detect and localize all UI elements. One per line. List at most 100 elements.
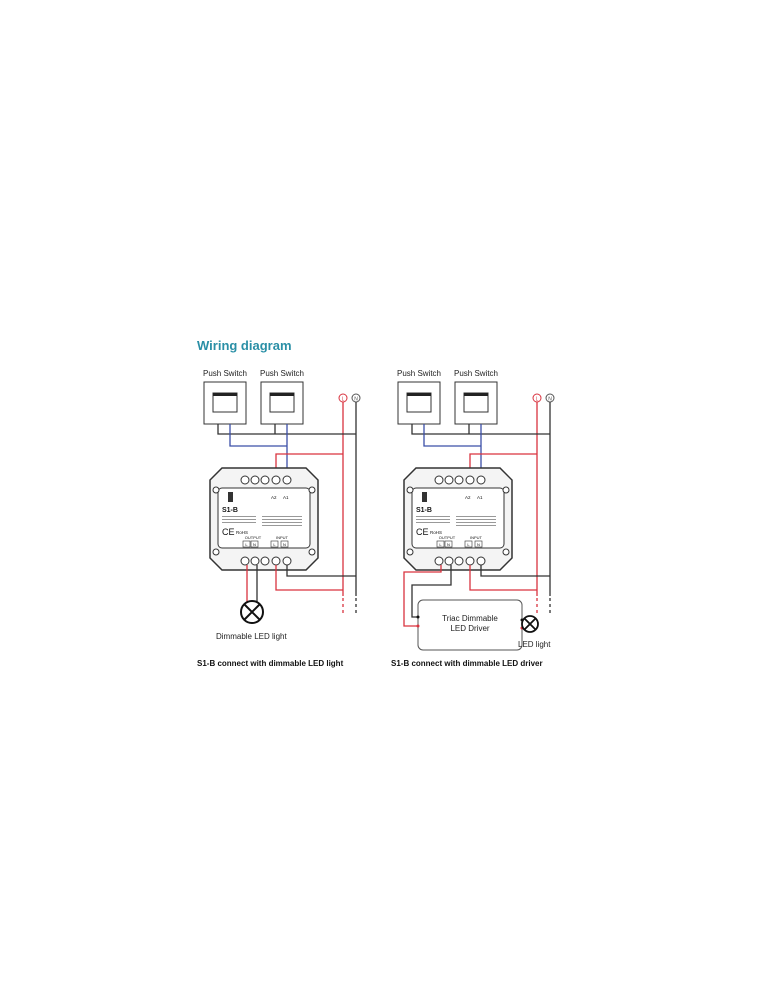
screw-icon: [406, 548, 414, 556]
terminal-screw: [260, 556, 270, 566]
terminal-box: [242, 540, 251, 548]
switch-signal-wire: [229, 424, 287, 447]
terminal-box: [280, 540, 289, 548]
rohs-mark: RoHS: [236, 530, 248, 535]
connection-dot: [416, 624, 420, 628]
terminal-screw: [282, 556, 292, 566]
spec-text-line: [456, 525, 496, 526]
terminal-box: [444, 540, 453, 548]
spec-text-line: [416, 519, 450, 520]
module-label-panel: [217, 487, 311, 549]
lamp-cross: [243, 603, 261, 621]
screw-icon: [308, 548, 316, 556]
spec-text-line: [262, 522, 302, 523]
switch-button-edge: [407, 393, 431, 396]
switch-label: Push Switch: [397, 369, 441, 378]
terminal-screw: [476, 475, 486, 485]
terminal-screw: [240, 475, 250, 485]
terminal-screw: [454, 556, 464, 566]
screw-icon: [502, 548, 510, 556]
input-neutral-wire: [480, 565, 550, 577]
spec-text-line: [416, 522, 450, 523]
a2-label: A2: [465, 495, 471, 500]
spec-text-line: [416, 516, 450, 517]
terminal-letter: N: [253, 542, 256, 547]
spec-text-line: [262, 516, 302, 517]
input-neutral-wire: [286, 565, 356, 577]
terminal-screw: [434, 475, 444, 485]
spec-text-line: [222, 516, 256, 517]
switch-signal-wire: [423, 424, 481, 447]
switch-button-edge: [464, 393, 488, 396]
live-label: L: [536, 397, 539, 403]
spec-text-line: [262, 525, 302, 526]
terminal-letter: N: [283, 542, 286, 547]
terminal-box: [250, 540, 259, 548]
diagram-title: Wiring diagram: [197, 338, 292, 353]
terminal-letter: N: [447, 542, 450, 547]
input-live-wire: [275, 565, 343, 591]
terminal-screw: [271, 556, 281, 566]
terminal-letter: L: [273, 542, 276, 547]
spec-text-line: [456, 516, 496, 517]
dip-switch-icon: [228, 492, 233, 502]
screw-icon: [308, 486, 316, 494]
terminal-box: [464, 540, 473, 548]
screw-icon: [212, 548, 220, 556]
terminal-screw: [465, 475, 475, 485]
switch-button-edge: [270, 393, 294, 396]
live-label: L: [342, 397, 345, 403]
terminal-screw: [444, 556, 454, 566]
rohs-mark: RoHS: [430, 530, 442, 535]
terminal-box: [474, 540, 483, 548]
input-label: INPUT: [276, 535, 289, 540]
terminal-box: [436, 540, 445, 548]
lamp-cross: [523, 617, 537, 631]
driver-label: Triac Dimmable: [442, 614, 498, 623]
output-label: OUTPUT: [439, 535, 456, 540]
screw-icon: [212, 486, 220, 494]
spec-text-line: [262, 519, 302, 520]
ce-mark: CE: [416, 527, 429, 537]
input-live-wire: [469, 565, 537, 591]
terminal-letter: L: [439, 542, 442, 547]
spec-text-line: [222, 522, 256, 523]
spec-text-line: [456, 522, 496, 523]
terminal-screw: [444, 475, 454, 485]
model-label: S1-B: [416, 507, 432, 514]
terminal-screw: [260, 475, 270, 485]
model-label: S1-B: [222, 507, 238, 514]
terminal-letter: N: [477, 542, 480, 547]
terminal-screw: [250, 475, 260, 485]
a1-label: A1: [283, 495, 289, 500]
switch-common-wire: [217, 424, 356, 435]
caption: S1-B connect with dimmable LED driver: [391, 659, 543, 668]
terminal-screw: [271, 475, 281, 485]
switch-common-wire: [411, 424, 550, 435]
terminal-screw: [476, 556, 486, 566]
terminal-screw: [465, 556, 475, 566]
a2-label: A2: [271, 495, 277, 500]
module-label-panel: [411, 487, 505, 549]
terminal-screw: [240, 556, 250, 566]
neutral-label: N: [548, 397, 552, 403]
a1-label: A1: [477, 495, 483, 500]
load-label: LED light: [518, 640, 551, 649]
output-label: OUTPUT: [245, 535, 262, 540]
caption: S1-B connect with dimmable LED light: [197, 659, 344, 668]
terminal-letter: L: [467, 542, 470, 547]
spec-text-line: [456, 519, 496, 520]
switch-label: Push Switch: [454, 369, 498, 378]
load-label: Dimmable LED light: [216, 632, 287, 641]
terminal-box: [270, 540, 279, 548]
switch-label: Push Switch: [260, 369, 304, 378]
switch-button-edge: [213, 393, 237, 396]
driver-label: LED Driver: [450, 624, 489, 633]
screw-icon: [406, 486, 414, 494]
terminal-screw: [282, 475, 292, 485]
input-label: INPUT: [470, 535, 483, 540]
dip-switch-icon: [422, 492, 427, 502]
output-neutral-wire: [411, 565, 452, 618]
